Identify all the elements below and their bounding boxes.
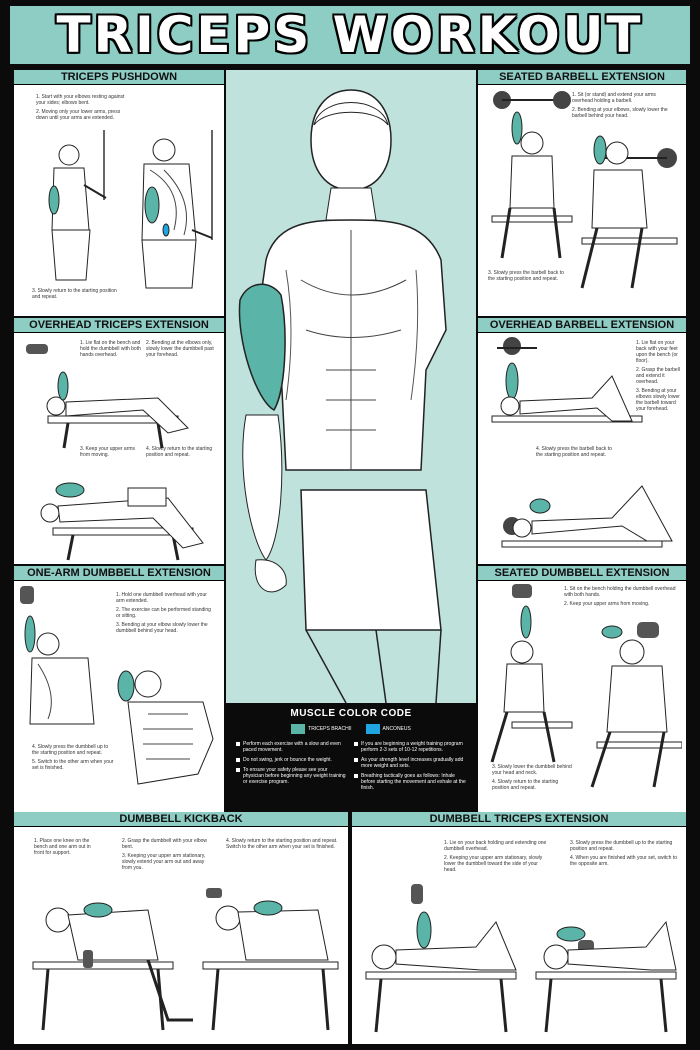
panel-title: ONE-ARM DUMBBELL EXTENSION xyxy=(14,566,224,581)
panel-title: TRICEPS PUSHDOWN xyxy=(14,70,224,85)
legend-label: TRICEPS BRACHII xyxy=(308,726,352,732)
steps: 1. Sit on the bench holding the dumbbell… xyxy=(564,586,682,610)
steps: 1. Lie flat on your back with your feet … xyxy=(636,340,682,415)
steps: 1. Lie on your back holding and extendin… xyxy=(444,840,548,876)
legend-item-triceps: TRICEPS BRACHII xyxy=(291,724,352,734)
step: 3. Keep your upper arms from moving. xyxy=(80,446,136,458)
anatomy-illustration-panel xyxy=(226,70,476,703)
step: 4. When you are finished with your set, … xyxy=(570,855,677,867)
panel-overhead-barbell-extension: OVERHEAD BARBELL EXTENSION 1. Lie flat o… xyxy=(478,318,686,564)
triceps-swatch xyxy=(291,724,306,734)
tip: If you are beginning a weight training p… xyxy=(354,741,466,753)
panel-title: SEATED DUMBBELL EXTENSION xyxy=(478,566,686,581)
panel-title: SEATED BARBELL EXTENSION xyxy=(478,70,686,85)
legend-swatches: TRICEPS BRACHII ANCONEUS xyxy=(226,724,476,734)
step: 2. Grasp the dumbbell with your elbow be… xyxy=(122,838,208,850)
steps: 1. Start with your elbows resting agains… xyxy=(36,94,126,124)
steps: 1. Lie flat on the bench and hold the du… xyxy=(80,340,142,361)
step: 1. Start with your elbows resting agains… xyxy=(36,94,125,106)
muscle-color-code-legend: MUSCLE COLOR CODE TRICEPS BRACHII ANCONE… xyxy=(226,703,476,808)
overhead-triceps-illustration xyxy=(26,344,204,561)
step: 3. Slowly lower the dumbbell behind your… xyxy=(492,764,572,776)
step: 4. Slowly return to the starting positio… xyxy=(226,838,338,850)
anconeus-swatch xyxy=(365,724,380,734)
steps: 3. Slowly press the dumbbell up to the s… xyxy=(570,840,678,870)
panel-seated-barbell-extension: SEATED BARBELL EXTENSION 1. Sit (or stan… xyxy=(478,70,686,316)
step: 5. Switch to the other arm when your set… xyxy=(32,759,114,771)
panel-title: DUMBBELL TRICEPS EXTENSION xyxy=(352,812,686,827)
step: 4. Slowly press the barbell back to the … xyxy=(536,446,612,458)
legend-item-anconeus: ANCONEUS xyxy=(365,724,411,734)
step: 3. Bending at your elbows slowly lower t… xyxy=(636,388,680,412)
panel-one-arm-dumbbell-extension: ONE-ARM DUMBBELL EXTENSION 1. Hold one d… xyxy=(14,566,224,812)
step: 2. Moving only your lower arms, press do… xyxy=(36,109,121,121)
tip: As your strength level increases gradual… xyxy=(354,757,466,769)
steps: 2. Grasp the dumbbell with your elbow be… xyxy=(122,838,214,874)
step: 1. Lie flat on your back with your feet … xyxy=(636,340,678,364)
steps: 4. Slowly press the barbell back to the … xyxy=(536,446,616,461)
steps: 2. Bending at the elbows only, slowly lo… xyxy=(146,340,218,361)
legend-label: ANCONEUS xyxy=(382,726,411,732)
poster-title: TRICEPS WORKOUT xyxy=(10,6,690,64)
step: 3. Slowly press the barbell back to the … xyxy=(488,270,564,282)
tip: Do not swing, jerk or bounce the weight. xyxy=(236,757,348,763)
step: 4. Slowly press the dumbbell up to the s… xyxy=(32,744,109,756)
seated-barbell-illustration xyxy=(491,91,678,289)
steps: 3. Keep your upper arms from moving. xyxy=(80,446,142,461)
panel-overhead-triceps-extension: OVERHEAD TRICEPS EXTENSION 1. Lie flat o… xyxy=(14,318,224,564)
steps: 4. Slowly return to the starting positio… xyxy=(226,838,338,853)
pushdown-illustration xyxy=(48,130,213,289)
step: 3. Bending at your elbow slowly lower th… xyxy=(116,622,208,634)
step: 2. Grasp the barbell and extend it overh… xyxy=(636,367,680,385)
legend-title: MUSCLE COLOR CODE xyxy=(290,708,412,719)
steps: 1. Sit (or stand) and extend your arms o… xyxy=(572,92,672,122)
steps: 1. Place one knee on the bench and one a… xyxy=(34,838,102,859)
step: 1. Sit (or stand) and extend your arms o… xyxy=(572,92,656,104)
step: 3. Keeping your upper arm stationary, sl… xyxy=(122,853,206,871)
triceps-anatomy-figure xyxy=(238,89,447,703)
steps: 3. Slowly press the barbell back to the … xyxy=(488,270,568,285)
steps: 3. Slowly lower the dumbbell behind your… xyxy=(492,764,572,794)
dumbbell-triceps-illustration xyxy=(365,884,677,1033)
step: 2. Bending at the elbows only, slowly lo… xyxy=(146,340,214,358)
tips-right: If you are beginning a weight training p… xyxy=(354,741,466,795)
panel-dumbbell-kickback: DUMBBELL KICKBACK 1. Place one knee on t… xyxy=(14,812,348,1044)
training-tips: Perform each exercise with a slow and ev… xyxy=(226,734,476,795)
step: 4. Slowly return to the starting positio… xyxy=(492,779,559,791)
steps: 4. Slowly return to the starting positio… xyxy=(146,446,218,461)
steps: 4. Slowly press the dumbbell up to the s… xyxy=(32,744,114,774)
seated-dumbbell-illustration xyxy=(490,584,682,788)
step: 1. Hold one dumbbell overhead with your … xyxy=(116,592,207,604)
step: 1. Place one knee on the bench and one a… xyxy=(34,838,91,856)
overhead-barbell-illustration xyxy=(491,337,673,548)
step: 1. Lie on your back holding and extendin… xyxy=(444,840,547,852)
panel-seated-dumbbell-extension: SEATED DUMBBELL EXTENSION 1. Sit on the … xyxy=(478,566,686,812)
tip: Breathing tactically goes as follows: In… xyxy=(354,773,466,791)
step: 2. Keeping your upper arm stationary, sl… xyxy=(444,855,543,873)
tip: Perform each exercise with a slow and ev… xyxy=(236,741,348,753)
step: 4. Slowly return to the starting positio… xyxy=(146,446,213,458)
step: 2. Keep your upper arms from moving. xyxy=(564,601,650,607)
kickback-illustration xyxy=(32,888,339,1031)
step: 3. Slowly press the dumbbell up to the s… xyxy=(570,840,673,852)
panel-title: DUMBBELL KICKBACK xyxy=(14,812,348,827)
step: 2. The exercise can be performed standin… xyxy=(116,607,211,619)
step: 2. Bending at your elbows, slowly lower … xyxy=(572,107,668,119)
panel-dumbbell-triceps-extension: DUMBBELL TRICEPS EXTENSION 1. Lie on you… xyxy=(352,812,686,1044)
tip: To ensure your safety please see your ph… xyxy=(236,767,348,785)
panel-title: OVERHEAD TRICEPS EXTENSION xyxy=(14,318,224,333)
panel-title: OVERHEAD BARBELL EXTENSION xyxy=(478,318,686,333)
step: 1. Lie flat on the bench and hold the du… xyxy=(80,340,141,358)
steps: 3. Slowly return to the starting positio… xyxy=(32,288,120,303)
panel-triceps-pushdown: TRICEPS PUSHDOWN 1. Start with your elbo… xyxy=(14,70,224,316)
steps: 1. Hold one dumbbell overhead with your … xyxy=(116,592,216,637)
step: 3. Slowly return to the starting positio… xyxy=(32,288,117,300)
tips-left: Perform each exercise with a slow and ev… xyxy=(236,741,348,795)
one-arm-dumbbell-illustration xyxy=(20,586,214,785)
step: 1. Sit on the bench holding the dumbbell… xyxy=(564,586,676,598)
